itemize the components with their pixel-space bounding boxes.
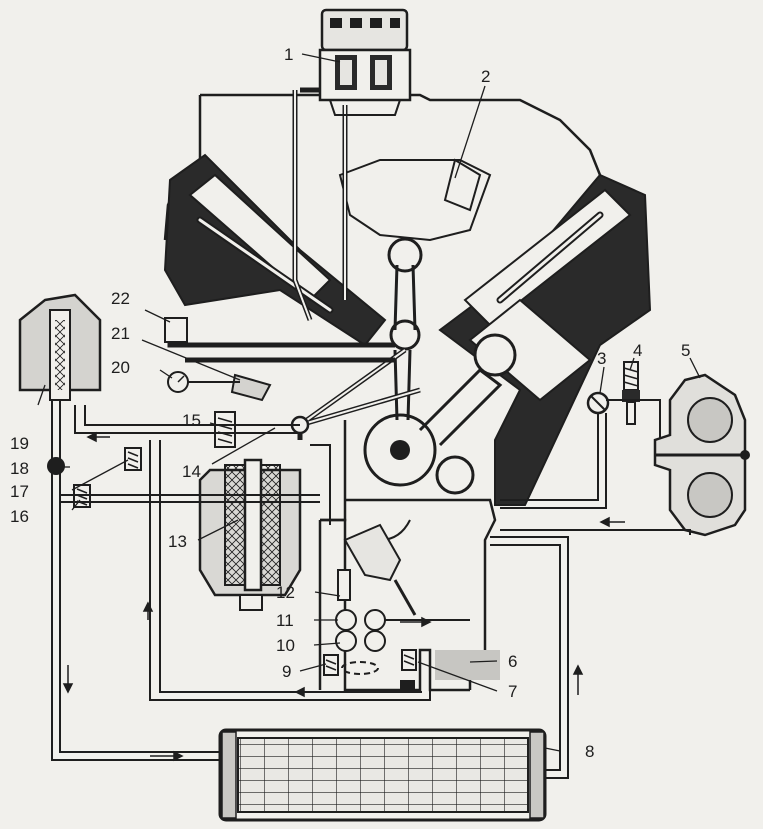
callout-18: 18 (10, 459, 29, 478)
oil-pressure-switch-3 (586, 391, 610, 415)
callout-20: 20 (111, 358, 130, 377)
oil-cooler-8 (218, 728, 547, 822)
crankshaft (363, 237, 517, 495)
callout-14: 14 (182, 462, 201, 481)
oil-sump (435, 650, 500, 680)
temperature-sender-4 (622, 361, 640, 425)
callout-9: 9 (282, 662, 291, 681)
pressure-gauge-20 (167, 371, 189, 393)
callout-2: 2 (481, 67, 490, 86)
callout-12: 12 (276, 583, 295, 602)
callout-4: 4 (633, 341, 642, 360)
bypass-valve-17 (124, 447, 142, 471)
drain-plug-18 (47, 457, 65, 475)
sender-22 (164, 317, 188, 343)
relief-valve-15 (214, 411, 236, 448)
callout-labels: 1 2 3 4 5 6 7 8 9 10 11 12 13 14 15 16 1… (10, 45, 690, 761)
flow-arrows (62, 431, 625, 762)
callout-19: 19 (10, 434, 29, 453)
callout-16: 16 (10, 507, 29, 526)
callout-3: 3 (597, 349, 606, 368)
oil-pressure-switch-1 (318, 8, 412, 116)
callout-21: 21 (111, 324, 130, 343)
callout-22: 22 (111, 289, 130, 308)
callout-6: 6 (508, 652, 517, 671)
bracket-21 (230, 373, 272, 402)
torque-converter-5 (653, 373, 750, 537)
callout-8: 8 (585, 742, 594, 761)
leader-lines (37, 53, 701, 752)
oil-pump (318, 518, 470, 692)
callout-15: 15 (182, 411, 201, 430)
callout-13: 13 (168, 532, 187, 551)
callout-5: 5 (681, 341, 690, 360)
callout-17: 17 (10, 482, 29, 501)
engine-block (163, 87, 652, 690)
callout-11: 11 (276, 611, 294, 630)
callout-1: 1 (284, 45, 293, 64)
callout-10: 10 (276, 636, 295, 655)
callout-7: 7 (508, 682, 517, 701)
oil-reservoir-19 (18, 293, 102, 401)
oil-lines (51, 381, 691, 779)
